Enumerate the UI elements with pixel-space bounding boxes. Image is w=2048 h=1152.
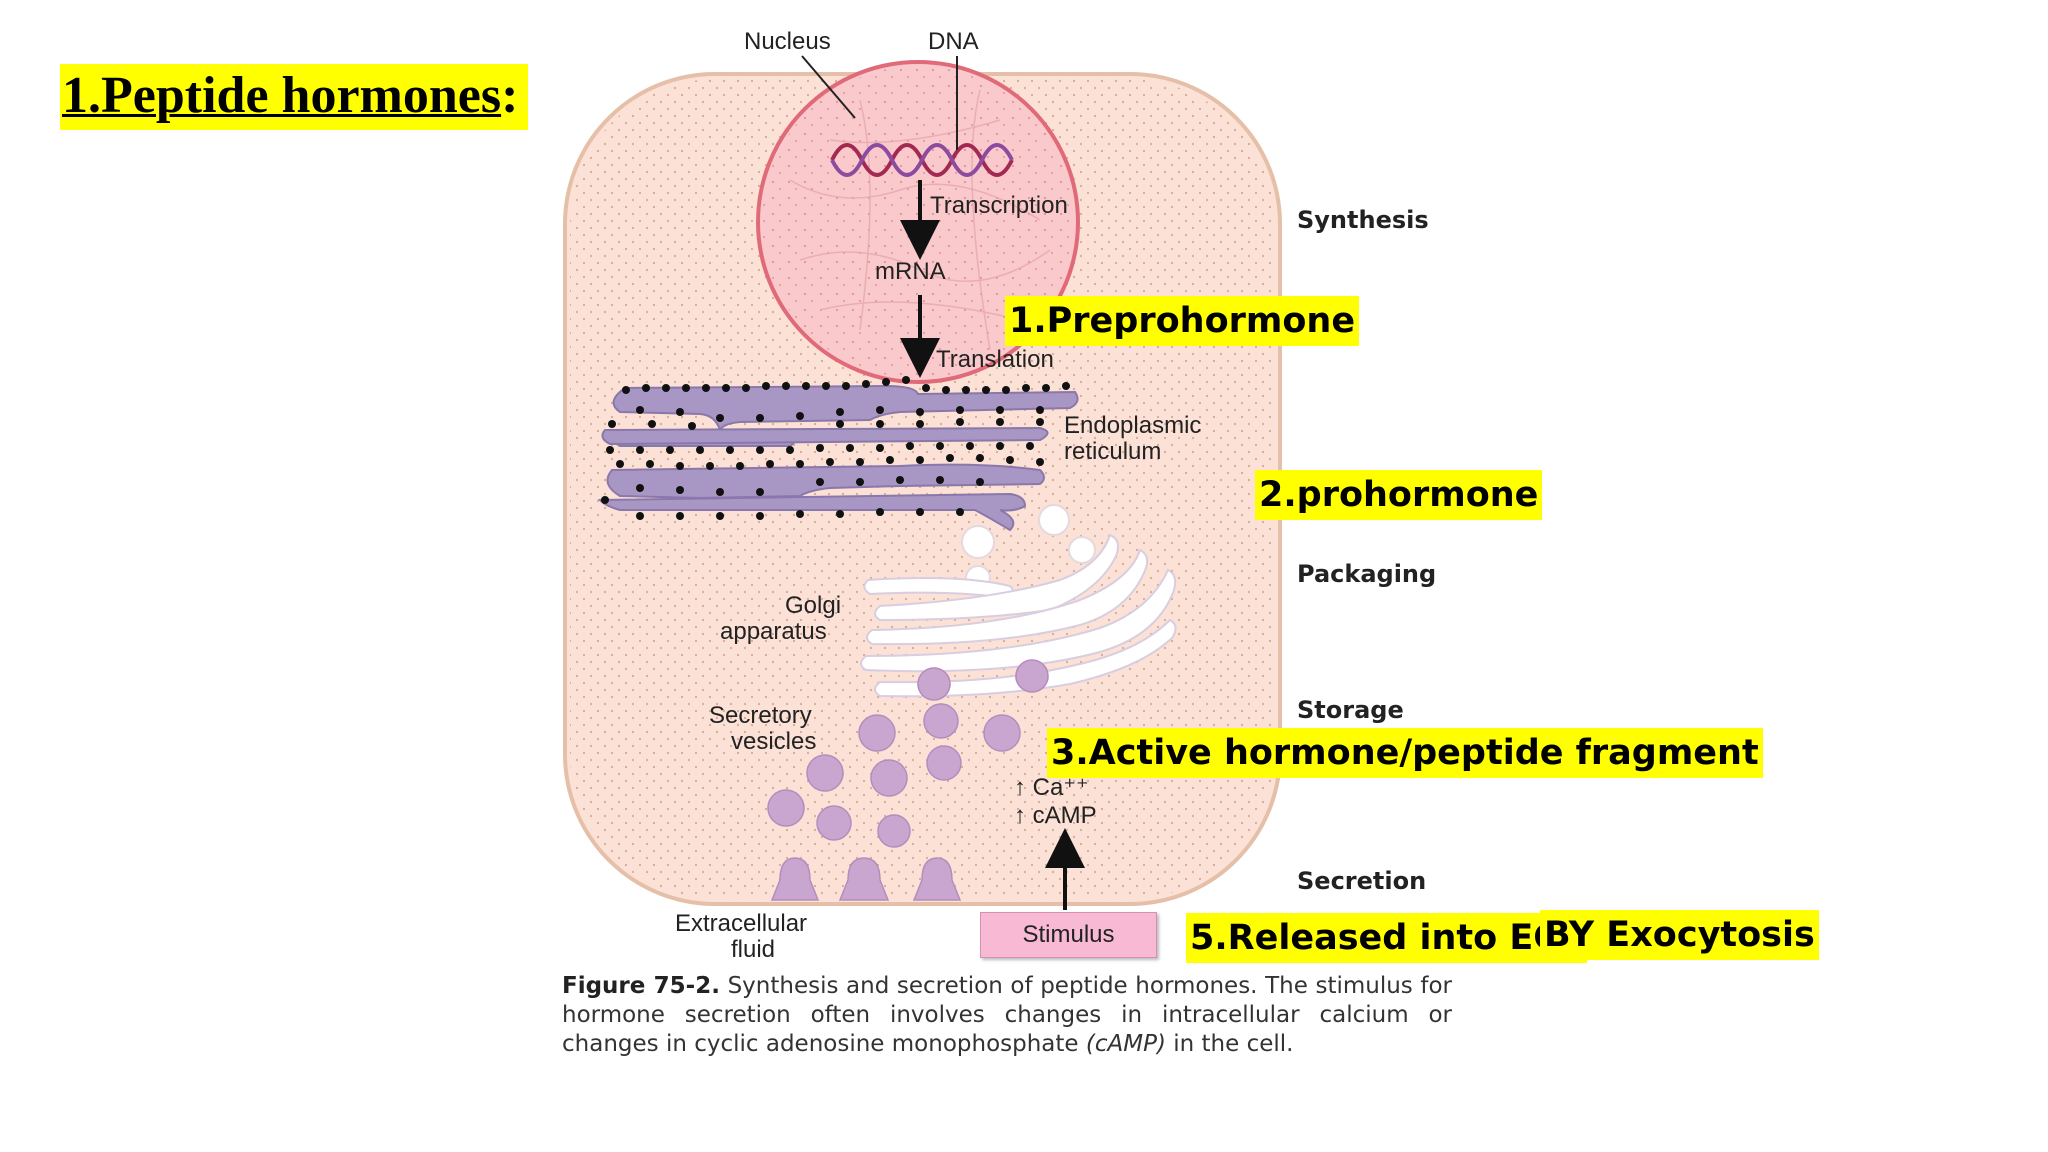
golgi-label-line2: apparatus	[720, 618, 827, 645]
annotation-prohormone: 2.prohormone	[1255, 470, 1543, 520]
endoplasmic-reticulum-shape	[597, 384, 1079, 532]
slide-title: 1.Peptide hormones:	[60, 64, 529, 130]
annotation-released-ecf: 5.Released into ECF	[1186, 913, 1587, 963]
caption-camp: (cAMP)	[1085, 1031, 1166, 1057]
caption-text-end: in the cell.	[1173, 1031, 1294, 1057]
stage-packaging: Packaging	[1297, 560, 1437, 588]
camp-label: ↑ cAMP	[1014, 802, 1097, 829]
calcium-label: ↑ Ca⁺⁺	[1014, 774, 1089, 801]
stage-secretion: Secretion	[1297, 867, 1427, 895]
secretory-vesicles	[767, 659, 1049, 848]
stage-synthesis: Synthesis	[1297, 206, 1429, 234]
ecf-label-line1: Extracellular	[675, 910, 808, 937]
vesicles-label-line1: Secretory	[709, 702, 812, 729]
annotation-exocytosis: BY Exocytosis	[1540, 910, 1819, 960]
ecf-label-line2: fluid	[731, 936, 776, 963]
annotation-preprohormone: 1.Preprohormone	[1005, 296, 1360, 346]
er-label-line1: Endoplasmic	[1064, 412, 1202, 439]
er-label-line2: reticulum	[1064, 438, 1162, 465]
vesicles-label-line2: vesicles	[731, 728, 817, 755]
figure-caption: Figure 75-2. Synthesis and secretion of …	[562, 972, 1452, 1059]
annotation-active-hormone: 3.Active hormone/peptide fragment	[1047, 728, 1763, 778]
stimulus-box: Stimulus	[980, 912, 1157, 958]
slide-title-text: 1.Peptide hormones	[62, 67, 502, 124]
nucleus-label: Nucleus	[744, 28, 831, 55]
exocytosis-vesicles	[770, 857, 962, 901]
transcription-label: Transcription	[930, 192, 1068, 219]
stage-storage: Storage	[1297, 696, 1404, 724]
mrna-label: mRNA	[875, 258, 946, 285]
dna-label: DNA	[928, 28, 979, 55]
caption-figure-label: Figure 75-2.	[562, 973, 720, 999]
golgi-label-line1: Golgi	[785, 592, 842, 619]
slide-title-colon: :	[501, 67, 519, 124]
caption-text: Synthesis and secretion of peptide hormo…	[562, 973, 1452, 1057]
translation-label: Translation	[936, 346, 1054, 373]
dna-helix-icon	[830, 143, 1014, 177]
